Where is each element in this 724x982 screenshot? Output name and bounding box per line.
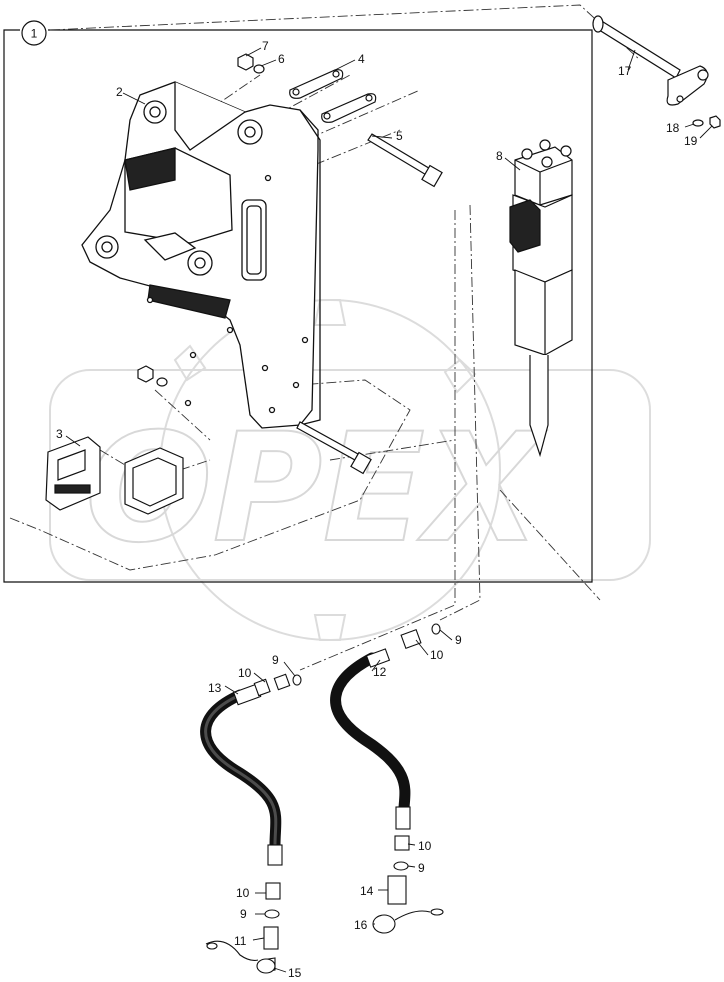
callout-18: 18 xyxy=(666,121,680,135)
callout-4: 4 xyxy=(358,52,365,66)
hammer xyxy=(509,139,573,458)
callout-3: 3 xyxy=(56,427,63,441)
callout-7: 7 xyxy=(262,39,269,53)
fittings xyxy=(205,623,444,974)
frame-label: 1 xyxy=(31,27,38,41)
bolts xyxy=(296,133,443,475)
callout-12: 12 xyxy=(373,665,387,679)
callout-13: 13 xyxy=(208,681,222,695)
callout-2: 2 xyxy=(116,85,123,99)
wear-plates xyxy=(45,436,184,515)
callout-16: 16 xyxy=(354,918,368,932)
callout-10b: 10 xyxy=(430,648,444,662)
callout-6: 6 xyxy=(278,52,285,66)
callout-15: 15 xyxy=(288,966,302,980)
callout-19: 19 xyxy=(684,134,698,148)
frame-border xyxy=(3,29,593,583)
callout-10d: 10 xyxy=(236,886,250,900)
callout-5: 5 xyxy=(396,129,403,143)
hoses xyxy=(200,652,411,851)
callout-10c: 10 xyxy=(418,839,432,853)
callout-17: 17 xyxy=(618,64,632,78)
callout-9b: 9 xyxy=(272,653,279,667)
leader-lines xyxy=(65,47,713,973)
callout-9c: 9 xyxy=(418,861,425,875)
pin xyxy=(592,15,721,129)
callout-9d: 9 xyxy=(240,907,247,921)
links xyxy=(289,69,377,123)
watermark-gear-teeth xyxy=(173,299,477,641)
callout-8: 8 xyxy=(496,149,503,163)
callout-14: 14 xyxy=(360,884,374,898)
frame-callout-circle xyxy=(21,20,47,46)
nuts-washers xyxy=(137,53,265,387)
callout-10a: 10 xyxy=(238,666,252,680)
callouts: 2 3 4 5 6 7 8 9 9 9 9 10 10 10 10 11 12 … xyxy=(56,39,698,980)
bracket-plate xyxy=(81,81,321,429)
callout-11: 11 xyxy=(234,934,247,948)
callout-9a: 9 xyxy=(455,633,462,647)
group-frame xyxy=(3,20,593,583)
